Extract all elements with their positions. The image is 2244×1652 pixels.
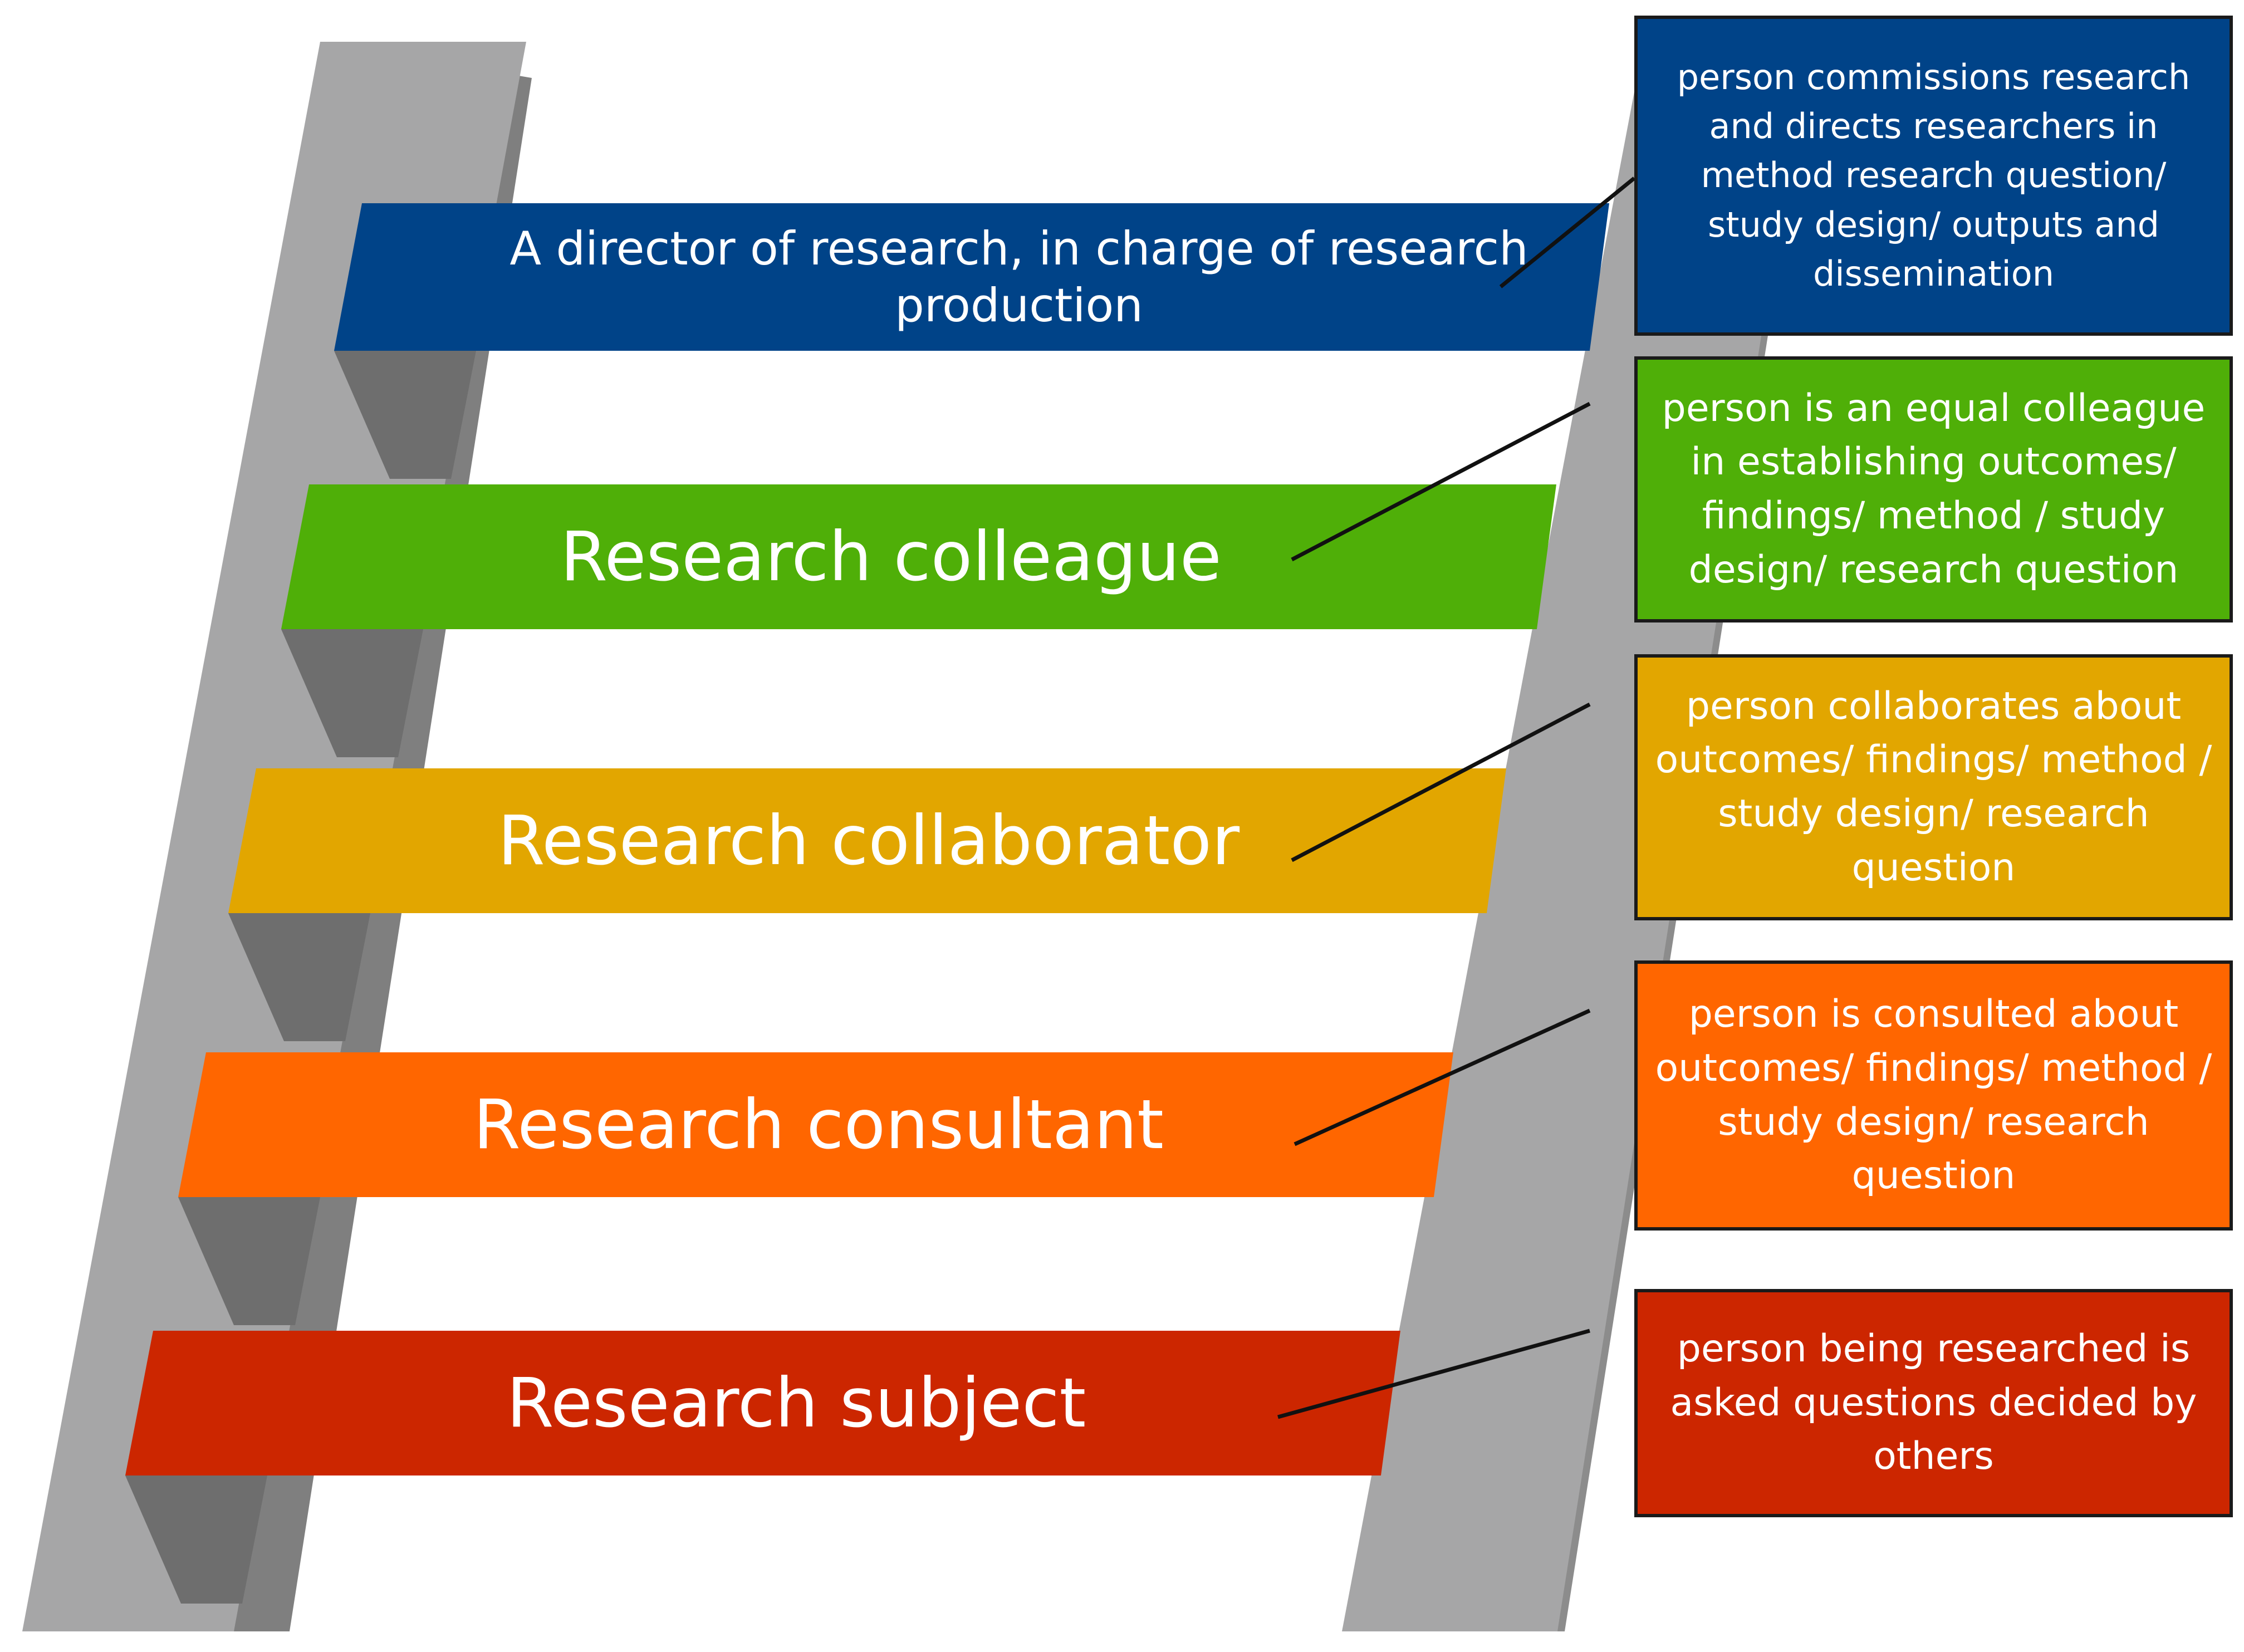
description-box-director: person commissions research and directs … <box>1634 16 2233 336</box>
connector-line-1 <box>1499 177 1636 288</box>
rung-label-text: Research subject <box>506 1363 1086 1443</box>
rung-label-director: A director of research, in charge of res… <box>501 203 1537 351</box>
rung-label-subject: Research subject <box>334 1331 1258 1475</box>
rung-shadow-4 <box>178 1197 320 1325</box>
rung-consultant <box>178 1052 1453 1197</box>
rung-colleague <box>281 484 1556 629</box>
rung-label-text: Research consultant <box>473 1085 1164 1164</box>
rung-collaborator <box>228 768 1506 913</box>
description-text: person is an equal colleague in establis… <box>1662 386 2206 592</box>
description-box-subject: person being researched is asked questio… <box>1634 1289 2233 1517</box>
connector-line-3 <box>1291 702 1591 862</box>
connector-line-4 <box>1294 1008 1591 1146</box>
rung-shadow-3 <box>228 913 370 1041</box>
rung-label-text: Research colleague <box>560 517 1222 596</box>
description-text: person collaborates about outcomes/ find… <box>1655 684 2212 890</box>
description-text: person is consulted about outcomes/ find… <box>1655 992 2212 1198</box>
rung-label-text: A director of research, in charge of res… <box>509 222 1528 332</box>
rung-label-consultant: Research consultant <box>345 1052 1292 1197</box>
rung-label-collaborator: Research collaborator <box>390 768 1348 913</box>
description-text: person commissions research and directs … <box>1677 57 2191 294</box>
rung-director <box>334 203 1609 351</box>
connector-line-2 <box>1291 401 1591 562</box>
description-text: person being researched is asked questio… <box>1670 1327 2197 1479</box>
rung-shadow-1 <box>334 351 476 479</box>
rung-subject <box>125 1331 1400 1475</box>
connector-line-5 <box>1277 1329 1590 1419</box>
rung-label-text: Research collaborator <box>497 801 1240 880</box>
rung-shadow-2 <box>281 629 423 757</box>
description-box-colleague: person is an equal colleague in establis… <box>1634 356 2233 622</box>
description-box-collaborator: person collaborates about outcomes/ find… <box>1634 654 2233 920</box>
description-box-consultant: person is consulted about outcomes/ find… <box>1634 960 2233 1231</box>
rung-label-colleague: Research colleague <box>445 484 1336 629</box>
rung-shadow-5 <box>125 1475 267 1604</box>
